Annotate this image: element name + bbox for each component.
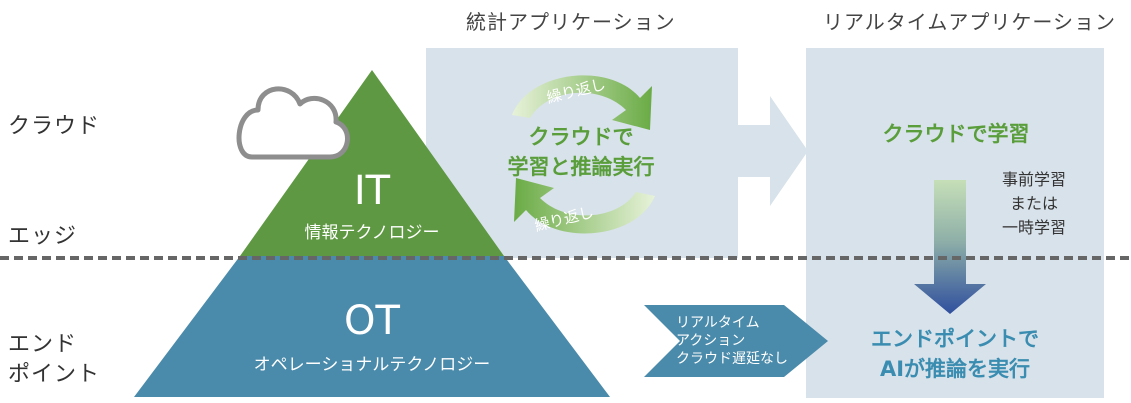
- column-title-statistical: 統計アプリケーション: [466, 10, 676, 34]
- it-pyramid-shape: [240, 70, 504, 256]
- row-label-endpoint-line2: ポイント: [8, 362, 101, 387]
- row-label-edge: エッジ: [8, 224, 78, 249]
- row-label-endpoint-line1: エンド: [8, 332, 78, 357]
- transition-arrow-icon: [738, 96, 808, 206]
- statistical-main-line2: 学習と推論実行: [507, 155, 655, 179]
- statistical-main-line1: クラウドで: [528, 125, 634, 149]
- training-note-line3: 一時学習: [1001, 218, 1066, 237]
- realtime-action-line2: アクション: [676, 333, 746, 349]
- ot-pyramid-shape: [134, 256, 610, 397]
- ot-label-group: OT オペレーショナルテクノロジー: [210, 298, 534, 375]
- endpoint-inference-text: エンドポイントで AIが推論を実行: [826, 324, 1084, 384]
- row-label-endpoint: エンド ポイント: [8, 330, 100, 390]
- it-label-group: IT 情報テクノロジー: [272, 168, 472, 243]
- statistical-main-text: クラウドで 学習と推論実行: [466, 122, 696, 182]
- it-title: IT: [353, 168, 391, 214]
- ot-subtitle: オペレーショナルテクノロジー: [253, 355, 491, 375]
- row-label-cloud: クラウド: [8, 114, 101, 139]
- loop-arrow-top-icon: [512, 75, 652, 130]
- endpoint-inference-line1: エンドポイントで: [871, 327, 1039, 351]
- column-title-realtime: リアルタイムアプリケーション: [823, 10, 1116, 34]
- training-note: 事前学習 または 一時学習: [976, 168, 1092, 240]
- ot-title: OT: [344, 298, 400, 344]
- realtime-action-line3: クラウド遅延なし: [676, 351, 788, 367]
- endpoint-inference-line2: AIが推論を実行: [879, 357, 1031, 381]
- training-note-line1: 事前学習: [1001, 170, 1066, 189]
- realtime-action-chevron: [644, 305, 828, 377]
- cloud-icon: [236, 86, 350, 160]
- realtime-cloud-text: クラウドで学習: [882, 122, 1030, 146]
- realtime-action-line1: リアルタイム: [676, 315, 760, 331]
- down-arrow-icon: [914, 180, 986, 314]
- it-subtitle: 情報テクノロジー: [304, 223, 440, 243]
- loop-arrow-bottom-icon: [514, 178, 655, 234]
- realtime-action-text: リアルタイム アクション クラウド遅延なし: [672, 314, 802, 368]
- training-note-line2: または: [1009, 194, 1058, 213]
